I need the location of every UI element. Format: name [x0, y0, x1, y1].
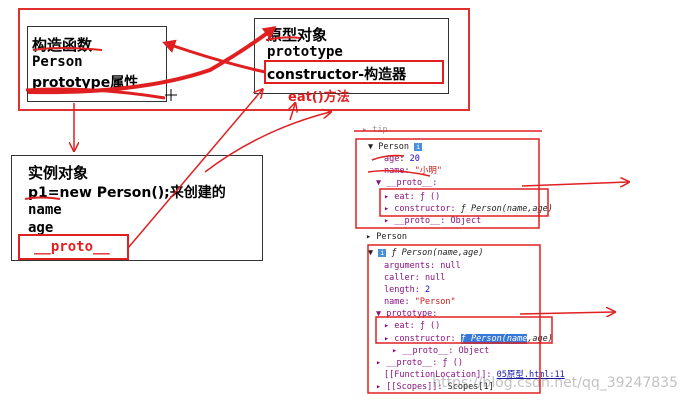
- person-proto[interactable]: ▼ __proto__:: [376, 178, 438, 188]
- prototype-label: prototype: [267, 44, 343, 60]
- fn-prototype[interactable]: ▼ prototype:: [376, 309, 438, 319]
- constructor-function-box: 构造函数 Person prototype属性: [27, 26, 167, 102]
- fn-prototype-eat[interactable]: ▸ eat: ƒ (): [384, 321, 441, 331]
- person-function-header[interactable]: ▼ i ƒ Person(name,age): [368, 248, 484, 258]
- instance-creation: p1=new Person();来创建的: [28, 185, 226, 201]
- instance-object-box: 实例对象 p1=new Person();来创建的 name age __pro…: [11, 155, 263, 261]
- person-object-header[interactable]: ▼ Person i: [368, 142, 423, 152]
- fn-prototype-constructor[interactable]: ▸ constructor: ƒ Person(name,age): [384, 334, 553, 344]
- eat-method-annotation: eat()方法: [288, 90, 350, 105]
- constructor-name: Person: [32, 54, 83, 70]
- person-proto-proto[interactable]: ▸ __proto__: Object: [384, 216, 482, 226]
- fn-proto[interactable]: ▸ __proto__: ƒ (): [376, 358, 463, 368]
- fn-prototype-proto[interactable]: ▸ __proto__: Object: [392, 346, 490, 356]
- prototype-object-box: 原型对象 prototype constructor-构造器: [254, 18, 449, 94]
- prototype-constructor: constructor-构造器: [267, 67, 407, 83]
- instance-name: name: [28, 202, 62, 218]
- person-proto-eat[interactable]: ▸ eat: ƒ (): [384, 192, 441, 202]
- constructor-prototype-prop: prototype属性: [32, 75, 139, 91]
- fn-name: name: "Person": [384, 297, 456, 307]
- person-age: age: 20: [384, 154, 420, 164]
- constructor-title: 构造函数: [32, 36, 93, 54]
- fn-arguments: arguments: null: [384, 261, 461, 271]
- devtools-top-cut: ▸ tip: [362, 125, 388, 135]
- instance-proto: __proto__: [34, 239, 110, 255]
- person-collapsed[interactable]: ▸ Person: [366, 232, 407, 242]
- fn-length: length: 2: [384, 285, 431, 295]
- person-name: name: "小明": [384, 166, 442, 176]
- prototype-title: 原型对象: [267, 26, 328, 44]
- fn-caller: caller: null: [384, 273, 446, 283]
- person-proto-constructor[interactable]: ▸ constructor: ƒ Person(name,age): [384, 204, 553, 214]
- instance-age: age: [28, 220, 54, 236]
- watermark: https://blog.csdn.net/qq_39247835: [432, 375, 678, 391]
- instance-title: 实例对象: [28, 164, 89, 182]
